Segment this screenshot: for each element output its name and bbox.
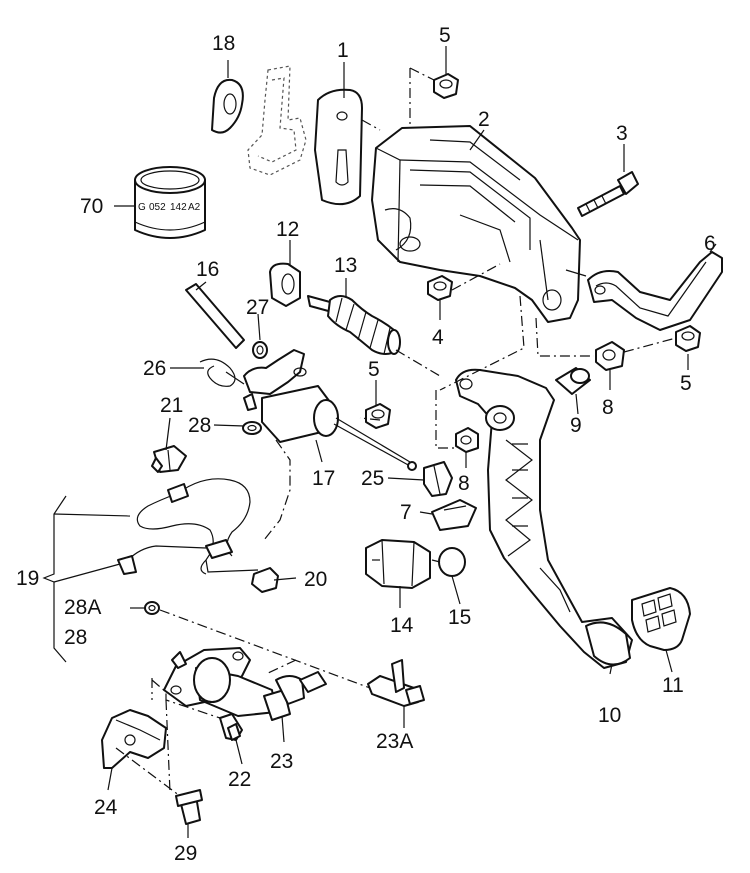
label-23: 23: [270, 750, 293, 773]
label-20: 20: [304, 568, 327, 591]
label-12: 12: [276, 218, 299, 241]
part-5-nut-right: [675, 325, 701, 352]
part-8-bushing-right: [595, 341, 625, 371]
part-15-plug: [438, 547, 466, 577]
label-8-right: 8: [602, 396, 614, 419]
part-10-pedal: [455, 368, 633, 669]
part-14-switch: [365, 539, 431, 589]
part-13-bellows: [307, 295, 401, 355]
label-23A: 23A: [376, 730, 413, 753]
label-7: 7: [400, 501, 412, 524]
label-15: 15: [448, 606, 471, 629]
label-27: 27: [246, 296, 269, 319]
alignment-lines: [115, 67, 677, 797]
label-5-middle: 5: [368, 358, 380, 381]
part-28-washer: [242, 421, 262, 435]
label-21: 21: [160, 394, 183, 417]
label-19: 19: [16, 567, 39, 590]
label-24: 24: [94, 796, 118, 819]
part-24-mount-bracket: [101, 709, 167, 769]
part-29-bolt: [175, 789, 203, 825]
label-14: 14: [390, 614, 414, 637]
label-5-top: 5: [439, 24, 451, 47]
label-28-bottom: 28: [64, 626, 87, 649]
part-16-hose: [185, 283, 245, 349]
part-28A-washer: [144, 601, 160, 615]
label-26: 26: [143, 357, 166, 380]
part-25-clip: [423, 461, 453, 497]
label-29: 29: [174, 842, 197, 865]
part-9-sleeve: [555, 367, 591, 395]
label-4: 4: [432, 326, 444, 349]
label-17: 17: [312, 467, 335, 490]
stamp-text-1: G: [138, 202, 146, 213]
part-11-pedal-pad: [631, 587, 691, 651]
stamp-text-4: A2: [188, 202, 201, 213]
part-20-line-clip: [251, 567, 279, 593]
part-3-bolt: [577, 171, 639, 217]
part-number-labels: 18 1 5 2 3 6 70 12 13 16 27 4 5 26 5 8 2…: [16, 24, 716, 865]
label-6: 6: [704, 232, 716, 255]
label-2: 2: [478, 108, 490, 131]
leader-lines: [42, 46, 717, 838]
part-4-nut: [427, 275, 453, 301]
part-27-ring: [252, 341, 268, 359]
label-8-left: 8: [458, 472, 470, 495]
label-16: 16: [196, 258, 219, 281]
part-26-clip: [199, 358, 245, 387]
stamp-text-3: 142: [170, 202, 187, 213]
label-1: 1: [337, 39, 349, 62]
label-11: 11: [662, 674, 684, 697]
label-25: 25: [361, 467, 384, 490]
part-5-nut-top: [433, 73, 459, 99]
part-19-clutch-line: [117, 478, 259, 575]
part-23A-t-fitting: [367, 659, 425, 707]
stamp-text-2: 052: [149, 202, 166, 213]
part-17-master-cylinder: [243, 349, 417, 471]
part-2-pedal-bracket: [371, 125, 581, 323]
label-9: 9: [570, 414, 582, 437]
label-28A: 28A: [64, 596, 101, 619]
label-5-right: 5: [680, 372, 692, 395]
part-23-slave-cylinder: [163, 647, 327, 721]
part-1-plate: [247, 65, 363, 206]
label-3: 3: [616, 122, 628, 145]
part-18-clip: [211, 78, 244, 134]
part-70-container: G 052 142 A2: [134, 166, 206, 239]
part-12-cap: [269, 262, 301, 307]
label-10: 10: [598, 704, 621, 727]
label-13: 13: [334, 254, 357, 277]
part-7-stop: [431, 499, 477, 531]
part-6-support-bracket: [565, 251, 723, 331]
part-8-bushing-left: [455, 427, 479, 453]
label-22: 22: [228, 768, 251, 791]
label-28-top: 28: [188, 414, 211, 437]
label-18: 18: [212, 32, 235, 55]
part-21-fitting: [151, 445, 187, 473]
part-5-nut-middle: [365, 403, 391, 429]
label-70: 70: [80, 195, 103, 218]
part-22-bolt: [219, 713, 243, 741]
